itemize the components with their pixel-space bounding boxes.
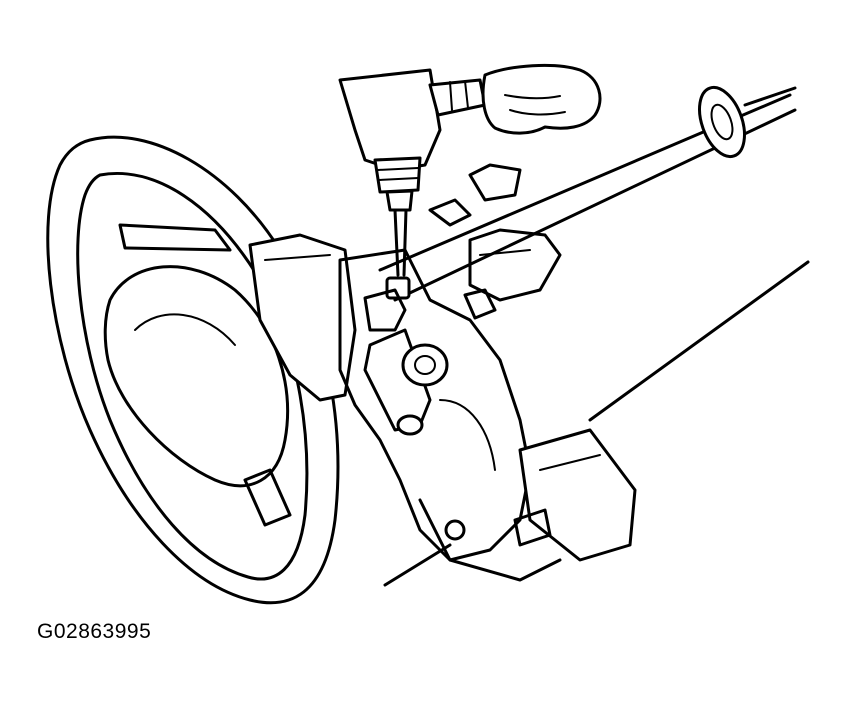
column-housing: [248, 233, 562, 582]
mounting-brackets: [428, 163, 562, 320]
hand: [481, 63, 602, 135]
shaft-flange: [698, 85, 797, 159]
lock-bolt: [363, 276, 411, 332]
figure-id-label: G02863995: [37, 620, 152, 643]
electric-drill: [338, 68, 487, 277]
key-cylinder: [363, 328, 449, 436]
column-bracket: [513, 428, 637, 562]
